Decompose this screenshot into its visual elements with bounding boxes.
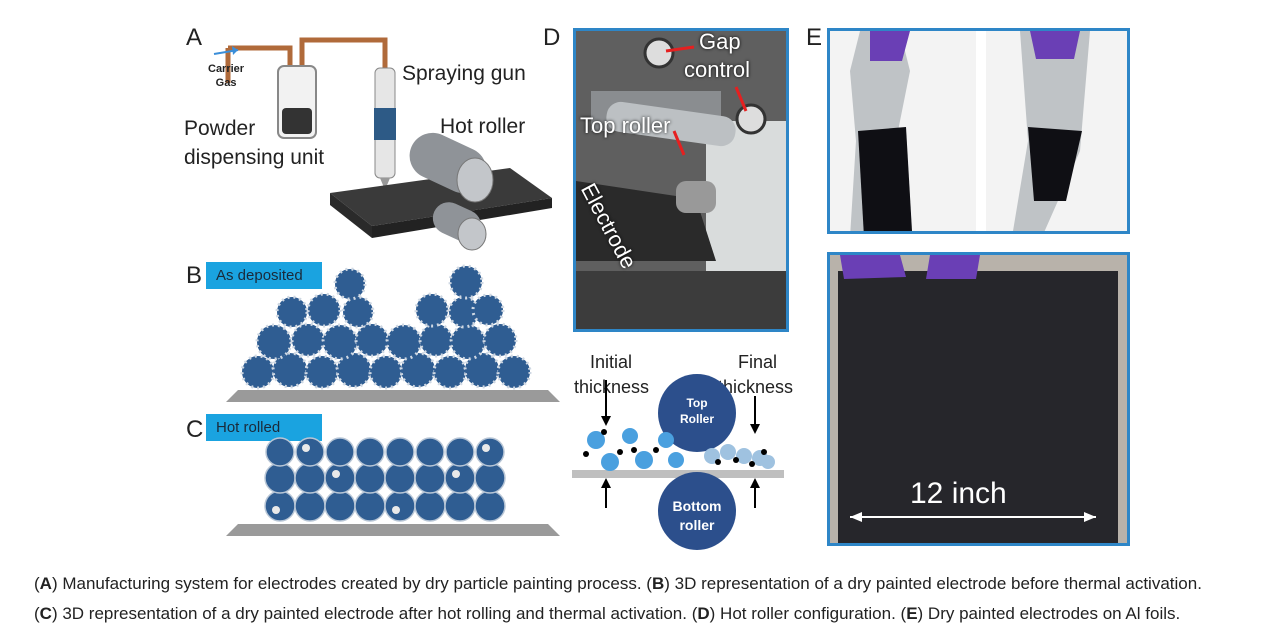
final-label-2: thickness	[718, 377, 794, 397]
powder-label-line1: Powder	[184, 117, 256, 140]
caption-panel-ref: C	[39, 604, 52, 623]
caption-panel-ref: A	[39, 574, 52, 593]
caption-panel-ref: D	[697, 604, 710, 623]
hot-roller-photo: Gap control Top roller Electrode	[573, 28, 789, 332]
caption-text: ) Dry painted electrodes on Al foils.	[917, 604, 1181, 623]
as-deposited-tag: As deposited	[206, 262, 322, 289]
top-roller-label: Top roller	[580, 113, 671, 138]
bottom-roller-text-2: roller	[679, 517, 715, 533]
spraying-gun-label: Spraying gun	[402, 62, 526, 85]
as-deposited-particles	[226, 264, 560, 402]
spray-system-illustration	[213, 37, 552, 251]
panel-letter-d: D	[543, 24, 561, 51]
panel-letter-e: E	[806, 24, 823, 51]
initial-label-2: thickness	[574, 377, 650, 397]
top-roller-text-1: Top	[686, 396, 707, 410]
caption-line-2: (C) 3D representation of a dry painted e…	[34, 604, 1180, 624]
caption-line-1: (A) Manufacturing system for electrodes …	[34, 574, 1202, 594]
gap-label: Gap	[699, 29, 741, 54]
panel-letter-c: C	[186, 416, 204, 443]
hot-rolled-tag: Hot rolled	[206, 414, 322, 441]
panel-letter-b: B	[186, 262, 203, 289]
hot-roller-label: Hot roller	[440, 115, 526, 138]
size-label: 12 inch	[910, 477, 1007, 510]
caption-text: (	[34, 574, 40, 593]
initial-label-1: Initial	[590, 352, 633, 372]
caption-text: (	[34, 604, 40, 623]
caption-panel-ref: E	[906, 604, 918, 623]
caption-panel-ref: B	[651, 574, 665, 593]
powder-label-line2: dispensing unit	[184, 146, 325, 169]
final-label-1: Final	[738, 352, 778, 372]
roller-schematic: Top Roller Bottom roller	[572, 374, 784, 550]
hot-rolled-particles	[226, 437, 560, 536]
control-label: control	[684, 57, 751, 82]
caption-text: ) Hot roller configuration. (	[709, 604, 907, 623]
caption-text: ) Manufacturing system for electrodes cr…	[51, 574, 652, 593]
large-electrode-photo: 12 inch	[827, 252, 1130, 546]
panel-letter-a: A	[186, 24, 203, 51]
top-roller-text-2: Roller	[680, 412, 714, 426]
caption-text: ) 3D representation of a dry painted ele…	[664, 574, 1202, 593]
bottom-roller-text-1: Bottom	[673, 498, 722, 514]
flexible-electrodes-photo	[827, 28, 1130, 234]
carrier-gas-label: Carrier Gas	[208, 63, 245, 89]
caption-text: ) 3D representation of a dry painted ele…	[51, 604, 698, 623]
